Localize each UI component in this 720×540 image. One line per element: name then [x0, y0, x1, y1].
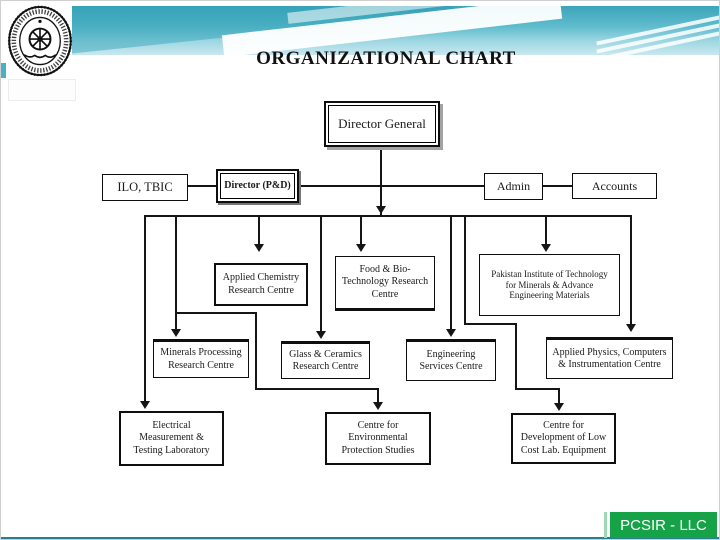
org-node-electrical-measurement: Electrical Measurement & Testing Laborat…: [119, 411, 224, 466]
top-ribbon-banner: [72, 6, 719, 55]
connector-env-h2: [255, 388, 379, 390]
org-node-director-general: Director General: [324, 101, 440, 147]
org-node-director-pd: Director (P&D): [216, 169, 299, 203]
arrowhead-glass: [316, 331, 326, 339]
org-node-label: Director (P&D): [224, 179, 291, 191]
pcsir-logo-icon: [7, 5, 73, 77]
org-node-applied-chemistry: Applied Chemistry Research Centre: [214, 263, 308, 306]
arrowhead-engineering: [446, 329, 456, 337]
org-node-environmental-protection: Centre for Environmental Protection Stud…: [325, 412, 431, 465]
org-node-label: Accounts: [591, 178, 638, 193]
org-node-admin: Admin: [484, 173, 543, 200]
connector-ilo-pd: [188, 185, 216, 187]
connector-lowcost-v3: [558, 388, 560, 403]
connector-pd-admin: [299, 185, 484, 187]
arrowhead-applied-physics: [626, 324, 636, 332]
org-node-inner-border: Director (P&D): [220, 173, 295, 199]
org-node-label: Minerals Processing Research Centre: [160, 347, 242, 371]
connector-drop-glass: [320, 215, 322, 333]
org-node-minerals-processing: Minerals Processing Research Centre: [153, 339, 249, 378]
arrowhead-applied-chemistry: [254, 244, 264, 252]
connector-env-v2: [377, 388, 379, 402]
connector-drop-electrical: [144, 215, 146, 401]
org-node-applied-physics: Applied Physics, Computers & Instrumenta…: [546, 337, 673, 379]
badge-accent-strip: [604, 512, 607, 538]
org-node-label: Pakistan Institute of Technology for Min…: [491, 268, 608, 301]
org-node-engineering-services: Engineering Services Centre: [406, 339, 496, 381]
left-edge-notch: [1, 63, 6, 78]
connector-departments-bus: [144, 215, 632, 217]
connector-lowcost-h2: [515, 388, 560, 390]
connector-lowcost-v2: [515, 323, 517, 390]
org-node-glass-ceramics: Glass & Ceramics Research Centre: [281, 341, 370, 379]
org-node-food-bio-technology: Food & Bio- Technology Research Centre: [335, 256, 435, 311]
arrowhead-minerals: [171, 329, 181, 337]
page-title: ORGANIZATIONAL CHART: [256, 48, 516, 69]
logo-tab-panel: [8, 79, 76, 101]
org-node-label: Food & Bio- Technology Research Centre: [341, 264, 429, 300]
arrowhead-pakistan-institute: [541, 244, 551, 252]
org-node-label: Applied Chemistry Research Centre: [222, 272, 300, 296]
arrowhead-environmental: [373, 402, 383, 410]
connector-lowcost-h1: [464, 323, 517, 325]
org-node-label: Centre for Development of Low Cost Lab. …: [520, 420, 607, 456]
org-node-label: Centre for Environmental Protection Stud…: [341, 420, 415, 456]
arrowhead-electrical: [140, 401, 150, 409]
connector-dg-drop: [380, 147, 382, 215]
org-node-label: Engineering Services Centre: [419, 348, 483, 372]
footer-divider-line: [1, 537, 719, 539]
org-node-label: Director General: [338, 116, 426, 132]
org-node-accounts: Accounts: [572, 173, 657, 199]
connector-lowcost-v1: [464, 215, 466, 325]
org-node-label: Admin: [496, 179, 531, 194]
connector-env-h1: [176, 312, 257, 314]
org-node-label: ILO, TBIC: [117, 179, 173, 194]
org-node-low-cost-lab-equipment: Centre for Development of Low Cost Lab. …: [511, 413, 616, 464]
org-node-label: Applied Physics, Computers & Instrumenta…: [552, 346, 667, 370]
connector-drop-applied-chemistry: [258, 215, 260, 245]
org-node-inner-border: Director General: [328, 105, 436, 143]
footer-badge: PCSIR - LLC: [610, 512, 717, 538]
org-node-label: Electrical Measurement & Testing Laborat…: [133, 420, 210, 456]
connector-drop-minerals: [175, 215, 177, 331]
arrowhead-food-bio: [356, 244, 366, 252]
connector-drop-applied-physics: [630, 215, 632, 325]
connector-env-v1: [255, 312, 257, 390]
connector-drop-food-bio: [360, 215, 362, 246]
arrowhead-lowcost: [554, 403, 564, 411]
arrowhead-dg: [376, 206, 386, 214]
connector-drop-engineering: [450, 215, 452, 330]
org-node-pakistan-institute: Pakistan Institute of Technology for Min…: [479, 254, 620, 316]
connector-drop-pakistan-institute: [545, 215, 547, 246]
org-node-label: Glass & Ceramics Research Centre: [289, 348, 362, 372]
connector-admin-accounts: [543, 185, 572, 187]
org-node-ilo-tbic: ILO, TBIC: [102, 174, 188, 201]
